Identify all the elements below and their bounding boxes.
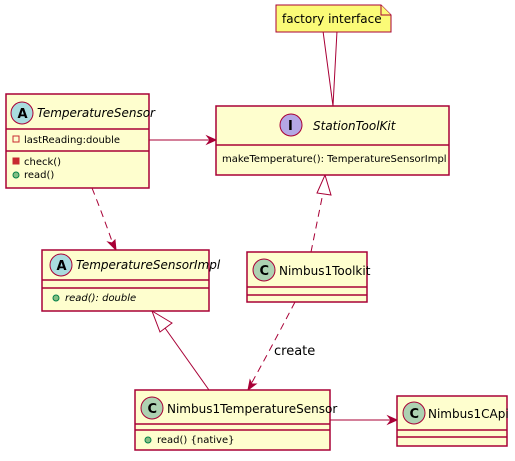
public-method-icon [52, 294, 60, 302]
note-factory-interface: factory interface [275, 4, 392, 33]
class-nimbus1-capi: C Nimbus1CApi [396, 395, 509, 447]
method-read: read() [24, 170, 54, 181]
abstract-badge-letter: A [18, 107, 28, 122]
edge-create [249, 301, 296, 387]
class-name: Nimbus1TemperatureSensor [167, 402, 337, 416]
method-make-temperature: makeTemperature(): TemperatureSensorImpl [222, 154, 447, 165]
attribute-last-reading: lastReading:double [24, 135, 120, 146]
class-icon [402, 401, 426, 425]
public-method-icon [144, 436, 152, 444]
class-badge-letter: C [260, 264, 270, 279]
method-check: check() [24, 157, 61, 168]
interface-station-toolkit: I StationToolKit makeTemperature(): Temp… [215, 105, 450, 176]
class-icon [140, 396, 164, 420]
public-method-icon [12, 171, 20, 179]
interface-badge-letter: I [288, 119, 293, 134]
create-label: create [274, 344, 315, 359]
class-name: Nimbus1CApi [428, 407, 509, 421]
note-text: factory interface [282, 12, 382, 26]
class-temperature-sensor: A TemperatureSensor lastReading:double c… [5, 93, 156, 189]
abstract-class-icon [49, 253, 73, 277]
abstract-class-icon [10, 101, 34, 125]
private-field-icon [12, 135, 20, 143]
class-name: Nimbus1Toolkit [279, 264, 371, 278]
generalization-arrowhead [151, 309, 173, 333]
interface-name: StationToolKit [313, 119, 397, 133]
class-nimbus1-toolkit: C Nimbus1Toolkit [246, 251, 371, 303]
interface-icon [279, 113, 303, 137]
edge-sensor-to-impl [91, 187, 115, 248]
arrow-sensor-to-toolkit [205, 134, 218, 146]
class-nimbus1-temperature-sensor: C Nimbus1TemperatureSensor read() {nativ… [134, 389, 337, 451]
class-name: TemperatureSensor [37, 106, 156, 120]
private-method-icon [12, 157, 20, 165]
arrow-sensor-to-impl [106, 238, 117, 252]
arrow-create [247, 378, 258, 392]
abstract-badge-letter: A [57, 259, 67, 274]
realization-arrowhead [316, 173, 332, 196]
method-read-native: read() {native} [157, 435, 234, 446]
edge-nimbus-toolkit-realizes [310, 192, 324, 253]
edge-generalization [164, 327, 210, 391]
class-badge-letter: C [148, 402, 158, 417]
class-temperature-sensor-impl: A TemperatureSensorImpl read(): double [41, 249, 221, 312]
class-badge-letter: C [410, 407, 420, 422]
class-name: TemperatureSensorImpl [76, 258, 221, 272]
class-icon [252, 258, 276, 282]
note-connector [322, 30, 338, 107]
arrow-sensor-to-capi [386, 414, 399, 426]
method-read: read(): double [65, 293, 136, 304]
